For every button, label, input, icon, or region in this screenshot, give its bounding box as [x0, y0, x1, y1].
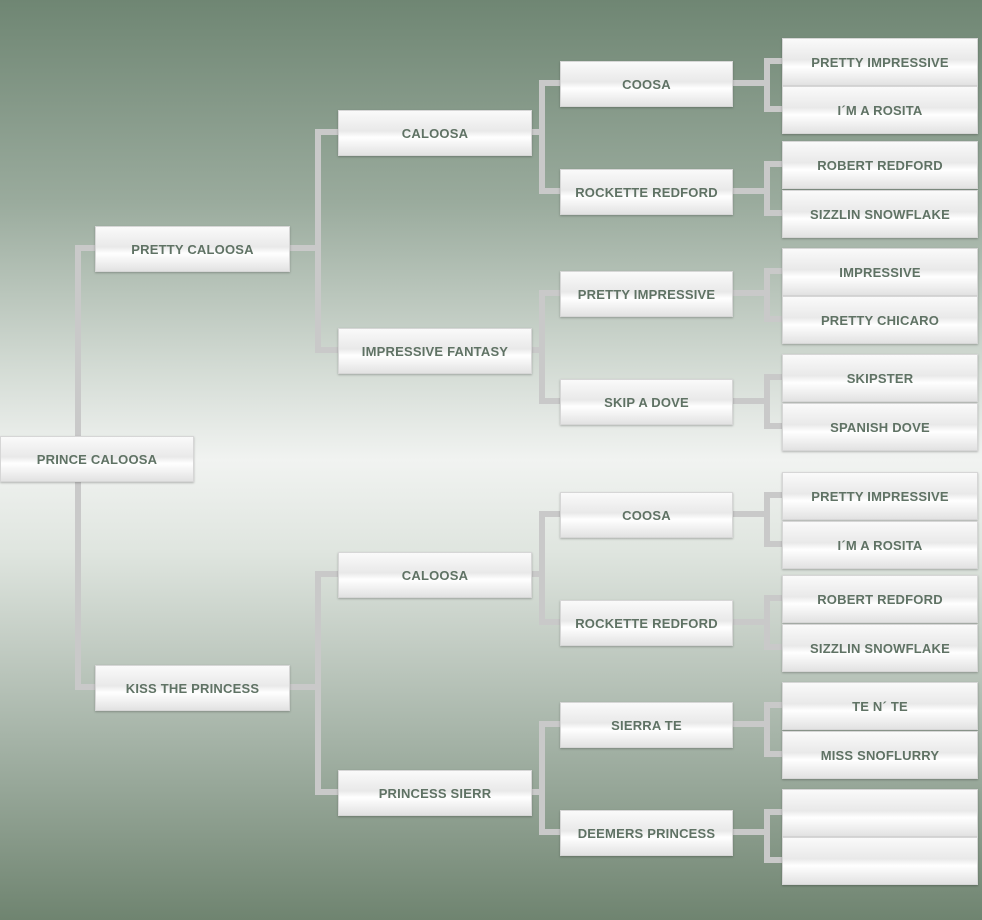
horse-name: COOSA [622, 76, 671, 92]
subject-horse-box[interactable]: PRINCE CALOOSA [0, 436, 194, 482]
horse-name: KISS THE PRINCESS [125, 680, 260, 696]
ancestor-box-gen3[interactable]: COOSA [560, 61, 733, 107]
ancestor-box-gen4[interactable]: ROBERT REDFORD [782, 575, 978, 623]
horse-name: SIZZLIN SNOWFLAKE [810, 206, 950, 222]
horse-name: COOSA [622, 507, 671, 523]
ancestor-box-gen4[interactable]: IMPRESSIVE [782, 248, 978, 296]
horse-name: PRETTY CALOOSA [131, 241, 254, 257]
ancestor-box-gen2[interactable]: IMPRESSIVE FANTASY [338, 328, 532, 374]
horse-name: SPANISH DOVE [830, 419, 930, 435]
horse-name: SIZZLIN SNOWFLAKE [810, 640, 950, 656]
horse-name: PRINCE CALOOSA [36, 451, 158, 467]
ancestor-box-gen4[interactable]: SIZZLIN SNOWFLAKE [782, 624, 978, 672]
horse-name: I´M A ROSITA [837, 102, 923, 118]
ancestor-box-gen4[interactable]: SKIPSTER [782, 354, 978, 402]
horse-name: IMPRESSIVE FANTASY [361, 343, 509, 359]
ancestor-box-gen4[interactable]: PRETTY IMPRESSIVE [782, 472, 978, 520]
ancestor-box-gen3[interactable]: SIERRA TE [560, 702, 733, 748]
ancestor-box-gen2[interactable]: CALOOSA [338, 110, 532, 156]
ancestor-box-gen3[interactable]: DEEMERS PRINCESS [560, 810, 733, 856]
horse-name: PRETTY CHICARO [820, 312, 940, 328]
ancestor-box-gen4[interactable]: SIZZLIN SNOWFLAKE [782, 190, 978, 238]
ancestor-box-gen1[interactable]: PRETTY CALOOSA [95, 226, 290, 272]
ancestor-box-gen4[interactable] [782, 837, 978, 885]
ancestor-box-gen4[interactable] [782, 789, 978, 837]
ancestor-box-gen2[interactable]: PRINCESS SIERR [338, 770, 532, 816]
horse-name: CALOOSA [401, 125, 469, 141]
ancestor-box-gen1[interactable]: KISS THE PRINCESS [95, 665, 290, 711]
horse-name: SKIP A DOVE [604, 394, 689, 410]
ancestor-box-gen3[interactable]: ROCKETTE REDFORD [560, 600, 733, 646]
ancestor-box-gen3[interactable]: PRETTY IMPRESSIVE [560, 271, 733, 317]
horse-name: TE N´ TE [852, 698, 908, 714]
horse-name: PRETTY IMPRESSIVE [811, 54, 949, 70]
horse-name: SIERRA TE [611, 717, 682, 733]
ancestor-box-gen4[interactable]: PRETTY IMPRESSIVE [782, 38, 978, 86]
horse-name: PRINCESS SIERR [378, 785, 492, 801]
ancestor-box-gen2[interactable]: CALOOSA [338, 552, 532, 598]
ancestor-box-gen4[interactable]: ROBERT REDFORD [782, 141, 978, 189]
horse-name: IMPRESSIVE [839, 264, 921, 280]
ancestor-box-gen4[interactable]: I´M A ROSITA [782, 86, 978, 134]
horse-name: MISS SNOFLURRY [820, 747, 940, 763]
horse-name: PRETTY IMPRESSIVE [811, 488, 949, 504]
ancestor-box-gen4[interactable]: PRETTY CHICARO [782, 296, 978, 344]
ancestor-box-gen4[interactable]: MISS SNOFLURRY [782, 731, 978, 779]
ancestor-box-gen4[interactable]: TE N´ TE [782, 682, 978, 730]
horse-name: SKIPSTER [846, 370, 914, 386]
horse-name: ROCKETTE REDFORD [575, 184, 718, 200]
ancestor-box-gen4[interactable]: SPANISH DOVE [782, 403, 978, 451]
horse-name: ROCKETTE REDFORD [575, 615, 718, 631]
horse-name: ROBERT REDFORD [817, 591, 943, 607]
horse-name: PRETTY IMPRESSIVE [577, 286, 716, 302]
horse-name: I´M A ROSITA [837, 537, 923, 553]
ancestor-box-gen3[interactable]: ROCKETTE REDFORD [560, 169, 733, 215]
ancestor-box-gen3[interactable]: SKIP A DOVE [560, 379, 733, 425]
horse-name: DEEMERS PRINCESS [577, 825, 716, 841]
horse-name: CALOOSA [401, 567, 469, 583]
ancestor-box-gen3[interactable]: COOSA [560, 492, 733, 538]
horse-name: ROBERT REDFORD [817, 157, 943, 173]
ancestor-box-gen4[interactable]: I´M A ROSITA [782, 521, 978, 569]
